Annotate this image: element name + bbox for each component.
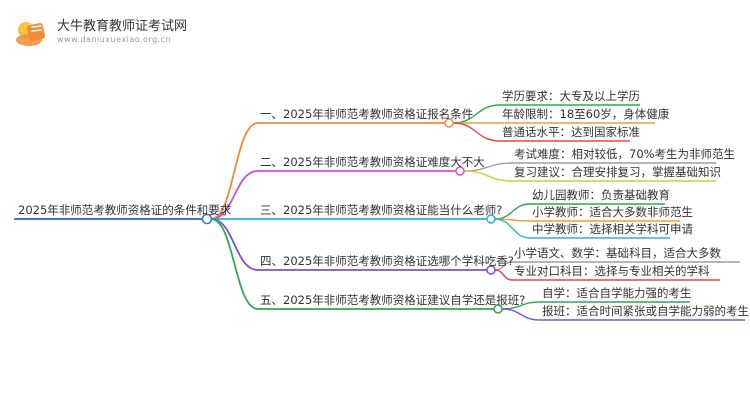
leaf-label-4-2: 专业对口科目：选择与专业相关的学科: [514, 264, 710, 278]
leaf-label-4-1: 小学语文、数学：基础科目，适合大多数: [514, 246, 721, 260]
branch-connector-1: [210, 122, 259, 220]
branch-knob-5: [493, 304, 503, 314]
branch-connector-2: [210, 170, 259, 220]
root-node-label: 2025年非师范考教师资格证的条件和要求: [18, 203, 232, 217]
leaf-label-3-1: 幼儿园教师：负责基础教育: [532, 188, 670, 202]
branch-label-3: 三、2025年非师范考教师资格证能当什么老师?: [260, 203, 503, 217]
brand-title: 大牛教育教师证考试网: [57, 19, 188, 34]
branch-knob-2: [455, 166, 465, 176]
root-knob: [201, 213, 213, 225]
brand-url: www.daniuxuexiao.org.cn: [57, 35, 172, 44]
leaf-label-1-3: 普通话水平：达到国家标准: [502, 125, 640, 139]
leaf-label-5-2: 报班：适合时间紧张或自学能力弱的考生: [542, 304, 749, 318]
leaf-connector-5-2: [501, 308, 541, 321]
leaf-connector-1-3: [452, 122, 501, 142]
leaf-connector-4-2: [494, 269, 513, 281]
leaf-connector-3-3: [494, 218, 531, 239]
leaf-label-3-3: 中学教师：选择相关学科可申请: [532, 222, 693, 236]
leaf-label-5-1: 自学：适合自学能力强的考生: [542, 286, 692, 300]
leaf-label-2-1: 考试难度：相对较低，70%考生为非师范生: [514, 147, 736, 161]
branch-knob-3: [486, 214, 496, 224]
branch-knob-1: [444, 118, 454, 128]
branch-knob-4: [486, 265, 496, 275]
leaf-label-3-2: 小学教师：适合大多数非师范生: [532, 205, 693, 219]
branch-connector-5: [210, 218, 259, 310]
leaf-connector-2-2: [463, 170, 513, 182]
leaf-label-1-1: 学历要求：大专及以上学历: [502, 89, 640, 103]
branch-label-5: 五、2025年非师范考教师资格证建议自学还是报班?: [260, 293, 526, 307]
branch-label-4: 四、2025年非师范考教师资格证选哪个学科吃香?: [260, 254, 514, 268]
branch-label-2: 二、2025年非师范考教师资格证难度大不大: [260, 155, 485, 169]
leaf-label-2-2: 复习建议：合理安排复习，掌握基础知识: [514, 165, 721, 179]
leaf-label-1-2: 年龄限制：18至60岁，身体健康: [502, 107, 670, 121]
branch-label-1: 一、2025年非师范考教师资格证报名条件: [260, 107, 474, 121]
brand-logo-icon: [16, 22, 45, 46]
